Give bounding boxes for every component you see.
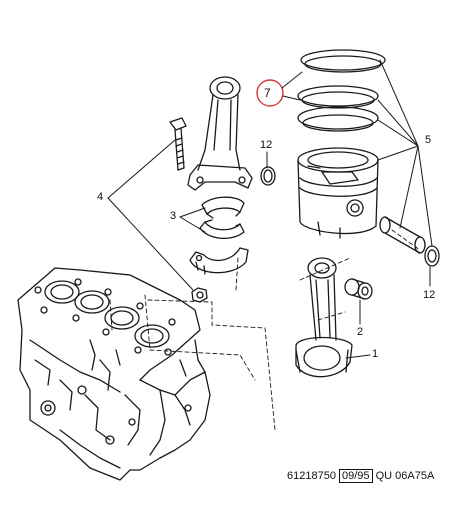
callout-7: 7 — [264, 86, 271, 100]
connecting-rod-nut — [191, 287, 208, 303]
part-number: 61218750 — [287, 470, 336, 482]
diagram-reference-code: 61218750 09/95 QU 06A75A — [287, 469, 435, 483]
connecting-rod-assembled — [295, 257, 353, 378]
highlight-circle — [256, 79, 284, 107]
connecting-rod-cap — [189, 247, 249, 275]
callout-5: 5 — [425, 134, 432, 146]
callout-3: 3 — [170, 210, 177, 222]
leader-lines-left — [107, 139, 206, 291]
leader-lines-12 — [266, 151, 431, 287]
leader-lines-7 — [281, 71, 303, 101]
leader-lines-5 — [377, 59, 433, 247]
callout-4: 4 — [97, 191, 104, 203]
piston — [297, 147, 379, 239]
assembly-guide-lines — [109, 229, 421, 431]
leader-lines-1-2 — [345, 299, 371, 359]
bearing-shells — [199, 196, 245, 239]
engine-block — [17, 267, 211, 481]
circlip-right — [424, 245, 440, 267]
cylinder-bore-3 — [104, 306, 140, 330]
piston-pin — [379, 216, 426, 254]
connecting-rod-upper — [187, 76, 253, 191]
circlip-left — [260, 166, 276, 186]
callout-2: 2 — [357, 326, 364, 338]
reference-suffix: QU 06A75A — [375, 470, 435, 482]
cylinder-bore-4 — [134, 324, 170, 348]
cylinder-bore-1 — [44, 280, 80, 304]
callout-12-left: 12 — [260, 139, 273, 151]
small-end-bushing — [344, 278, 373, 300]
callout-1: 1 — [372, 348, 379, 360]
cylinder-bore-2 — [74, 290, 110, 314]
connecting-rod-bolt — [169, 117, 187, 171]
callout-12-right: 12 — [423, 289, 436, 301]
piston-rings — [297, 49, 386, 132]
date-code: 09/95 — [339, 469, 373, 483]
